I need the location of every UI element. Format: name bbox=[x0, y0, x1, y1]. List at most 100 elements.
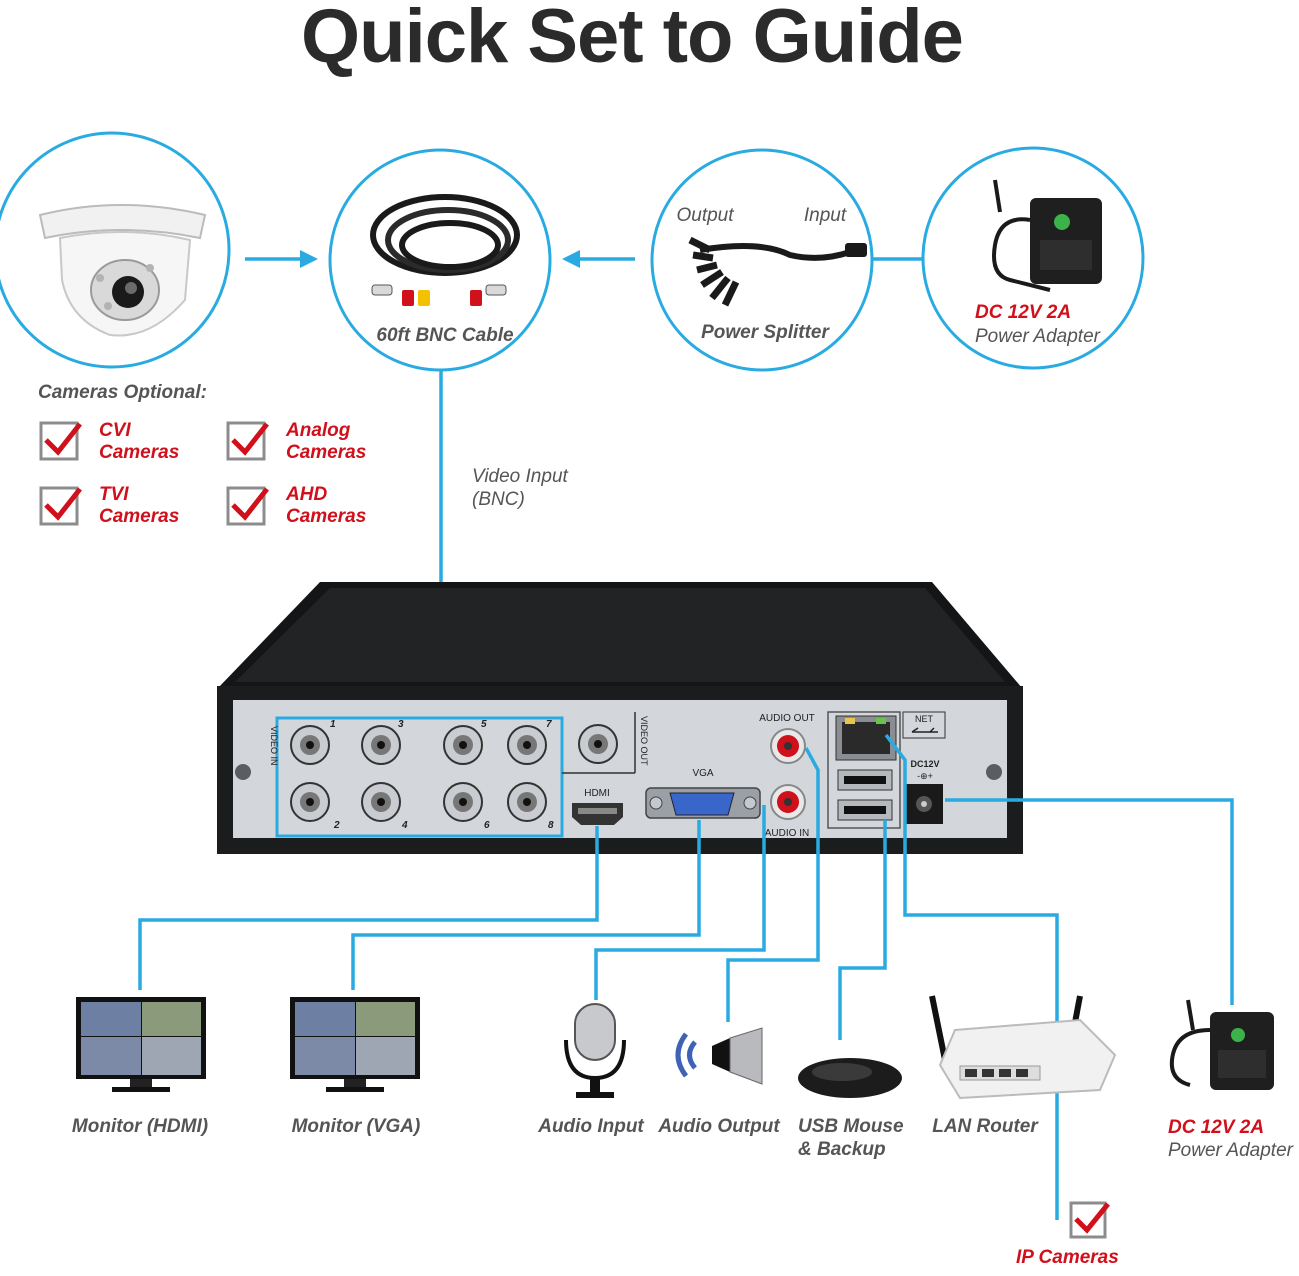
power-splitter-icon bbox=[688, 236, 867, 307]
vga-port[interactable] bbox=[645, 787, 761, 819]
bnc-port-1[interactable] bbox=[290, 725, 330, 765]
adapter-top-spec: DC 12V 2A bbox=[975, 302, 1071, 323]
option-line1: TVI bbox=[99, 484, 129, 505]
hdmi-port[interactable] bbox=[572, 803, 623, 825]
dome-camera-icon bbox=[38, 204, 207, 337]
usb-port-2[interactable] bbox=[837, 799, 893, 821]
channel-number: 5 bbox=[481, 719, 487, 730]
channel-number: 6 bbox=[484, 820, 490, 831]
option-line1: Analog bbox=[285, 420, 351, 441]
camera-option-cvi: CVI Cameras bbox=[39, 420, 179, 463]
audio-in-label: AUDIO IN bbox=[765, 828, 809, 839]
speaker-icon bbox=[675, 1027, 763, 1085]
camera-option-ahd: AHD Cameras bbox=[226, 484, 366, 527]
audio-input-label: Audio Input bbox=[537, 1116, 644, 1137]
usb-mouse-device: USB Mouse & Backup bbox=[798, 1058, 904, 1160]
audio-out-port[interactable] bbox=[770, 728, 806, 764]
bnc-port-7[interactable] bbox=[507, 725, 547, 765]
bnc-port-6[interactable] bbox=[443, 782, 483, 822]
splitter-input-label: Input bbox=[804, 205, 847, 226]
usb-label-line1: USB Mouse bbox=[798, 1116, 904, 1137]
dc-power-port[interactable] bbox=[905, 784, 943, 824]
dome-camera-circle bbox=[0, 131, 231, 369]
option-line1: AHD bbox=[285, 484, 327, 505]
cameras-optional-heading: Cameras Optional: bbox=[38, 382, 207, 403]
router-icon bbox=[929, 995, 1117, 1100]
usb-icon bbox=[911, 727, 938, 733]
bnc-port-8[interactable] bbox=[507, 782, 547, 822]
usb-label-line2: & Backup bbox=[798, 1139, 886, 1160]
checkmark-icon bbox=[1074, 1202, 1110, 1234]
audio-output-device: Audio Output bbox=[657, 1027, 780, 1137]
hdmi-label: HDMI bbox=[584, 788, 610, 799]
bnc-port-3[interactable] bbox=[361, 725, 401, 765]
video-in-label: VIDEO IN bbox=[269, 726, 279, 766]
ethernet-port[interactable] bbox=[835, 715, 897, 761]
bnc-cable-icon bbox=[370, 194, 520, 306]
audio-in-port[interactable] bbox=[770, 784, 806, 820]
option-line2: Cameras bbox=[99, 506, 179, 527]
screw-icon bbox=[986, 764, 1002, 780]
monitor-vga-label: Monitor (VGA) bbox=[292, 1116, 421, 1137]
audio-out-label: AUDIO OUT bbox=[759, 713, 815, 724]
channel-number: 1 bbox=[330, 719, 336, 730]
audio-output-label: Audio Output bbox=[657, 1116, 780, 1137]
video-out-port[interactable] bbox=[578, 724, 618, 764]
top-arrows bbox=[245, 250, 922, 268]
vga-label: VGA bbox=[692, 768, 713, 779]
bnc-cable-label: 60ft BNC Cable bbox=[376, 325, 514, 346]
bnc-cable-circle: 60ft BNC Cable bbox=[328, 148, 552, 372]
splitter-name-label: Power Splitter bbox=[701, 322, 830, 343]
camera-option-analog: Analog Cameras bbox=[226, 420, 366, 463]
bnc-port-5[interactable] bbox=[443, 725, 483, 765]
polarity-icon: -⊕+ bbox=[917, 771, 933, 781]
video-input-line1: Video Input bbox=[472, 466, 569, 487]
channel-number: 8 bbox=[548, 820, 554, 831]
adapter-bottom-spec: DC 12V 2A bbox=[1168, 1117, 1264, 1138]
dc12v-label: DC12V bbox=[910, 759, 939, 769]
checkmark-icon bbox=[44, 422, 82, 456]
adapter-top-name: Power Adapter bbox=[975, 326, 1101, 347]
channel-number: 4 bbox=[401, 820, 408, 831]
checkmark-icon bbox=[231, 422, 269, 456]
cameras-optional: Cameras Optional: CVI Cameras Analog Cam… bbox=[38, 382, 366, 527]
power-adapter-bottom: DC 12V 2A Power Adapter bbox=[1168, 999, 1294, 1161]
monitor-hdmi-label: Monitor (HDMI) bbox=[72, 1116, 208, 1137]
channel-number: 7 bbox=[546, 719, 552, 730]
power-adapter-icon-top bbox=[992, 179, 1102, 292]
net-label: NET bbox=[915, 714, 934, 724]
option-line2: Cameras bbox=[286, 506, 366, 527]
ip-cameras-label: IP Cameras bbox=[1016, 1247, 1119, 1268]
lan-router-device: LAN Router bbox=[929, 995, 1117, 1137]
option-line2: Cameras bbox=[286, 442, 366, 463]
monitor-vga: Monitor (VGA) bbox=[290, 997, 420, 1137]
video-in-group bbox=[275, 716, 564, 838]
channel-number: 2 bbox=[333, 820, 340, 831]
splitter-output-label: Output bbox=[676, 205, 734, 226]
bnc-port-2[interactable] bbox=[290, 782, 330, 822]
video-out-label: VIDEO OUT bbox=[639, 716, 649, 766]
audio-input-device: Audio Input bbox=[537, 1003, 644, 1137]
power-splitter-circle: Output Input Power Splitter bbox=[650, 148, 874, 372]
page-title: Quick Set to Guide bbox=[301, 0, 963, 79]
video-input-line2: (BNC) bbox=[472, 489, 525, 510]
usb-port-1[interactable] bbox=[837, 769, 893, 791]
adapter-bottom-name: Power Adapter bbox=[1168, 1140, 1294, 1161]
checkmark-icon bbox=[44, 487, 82, 521]
option-line1: CVI bbox=[99, 420, 131, 441]
camera-option-tvi: TVI Cameras bbox=[39, 484, 179, 527]
monitor-hdmi: Monitor (HDMI) bbox=[72, 997, 208, 1137]
option-line2: Cameras bbox=[99, 442, 179, 463]
lan-router-label: LAN Router bbox=[932, 1116, 1039, 1137]
bnc-port-4[interactable] bbox=[361, 782, 401, 822]
dvr-recorder: VIDEO IN 1 2 3 4 5 6 7 8 VIDEO OUT HDMI … bbox=[217, 582, 1023, 854]
microphone-icon bbox=[564, 1003, 626, 1098]
channel-number: 3 bbox=[398, 719, 404, 730]
checkmark-icon bbox=[231, 487, 269, 521]
power-adapter-circle-top: DC 12V 2A Power Adapter bbox=[921, 146, 1145, 370]
power-adapter-icon-bottom bbox=[1169, 999, 1274, 1090]
screw-icon bbox=[235, 764, 251, 780]
ip-cameras-option: IP Cameras bbox=[1016, 1201, 1119, 1268]
bottom-wires bbox=[138, 733, 1234, 1220]
